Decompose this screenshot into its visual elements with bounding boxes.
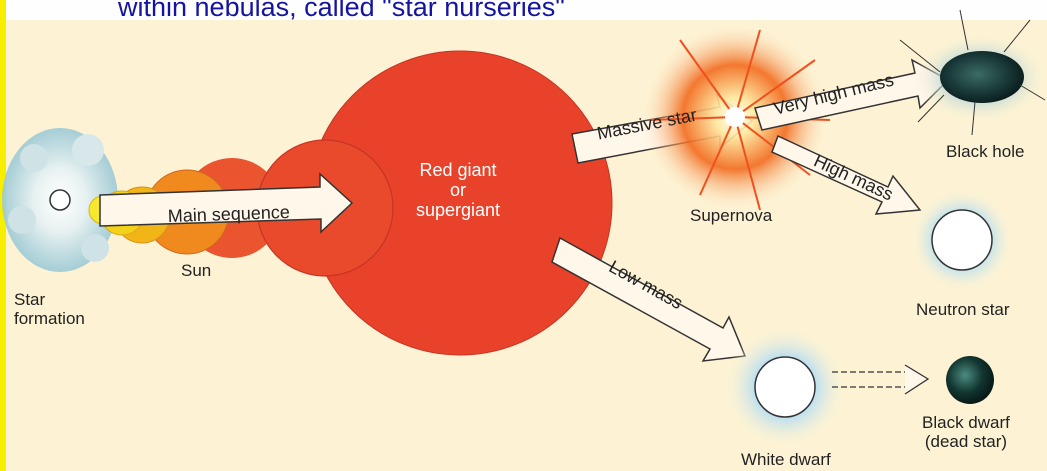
black-hole-icon (900, 10, 1047, 135)
supernova-label: Supernova (690, 206, 772, 225)
black-hole-label: Black hole (946, 142, 1024, 161)
main-sequence-label: Main sequence (167, 202, 290, 226)
high-mass-label: High mass (811, 151, 897, 205)
neutron-star-label: Neutron star (916, 300, 1010, 319)
white-dwarf-label: White dwarf (741, 450, 831, 469)
sun-label: Sun (181, 261, 211, 280)
white-dwarf-icon (723, 325, 847, 449)
neutron-star-icon (910, 188, 1014, 292)
star-formation-label: Star formation (14, 290, 85, 328)
black-dwarf-label: Black dwarf (dead star) (922, 413, 1010, 451)
red-giant-label: Red giant or supergiant (400, 160, 516, 220)
protostar-icon (50, 190, 70, 210)
black-dwarf-icon (946, 356, 994, 404)
low-mass-arrow (552, 238, 745, 361)
